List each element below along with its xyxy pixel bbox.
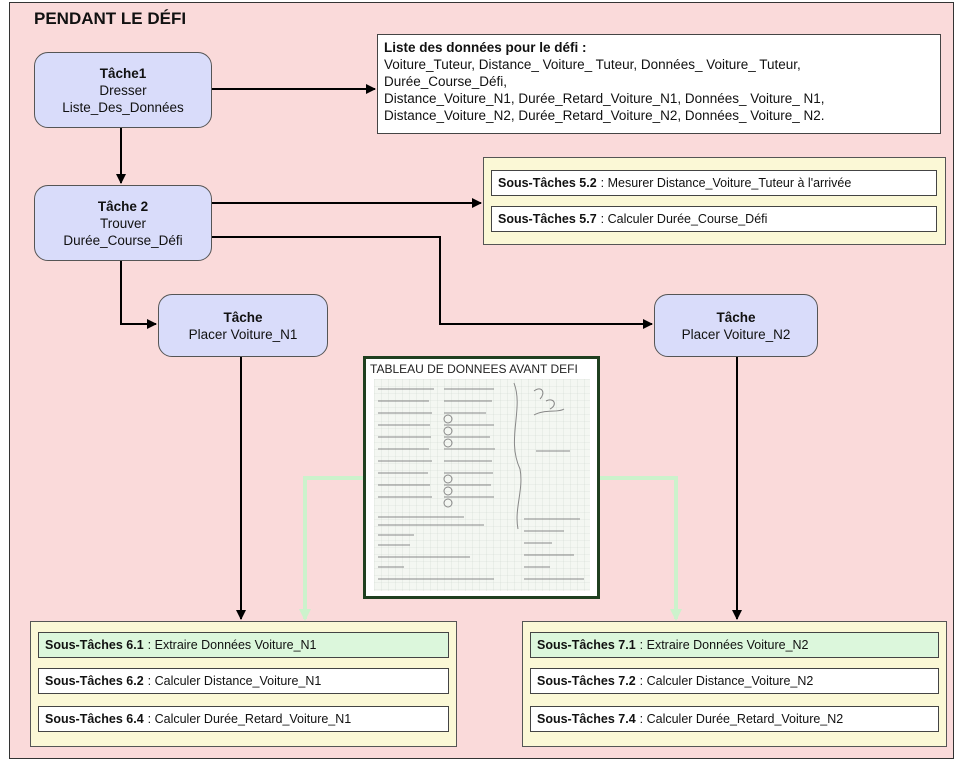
subtask-text: : Calculer Durée_Course_Défi [600,212,768,226]
task-1-node: Tâche1 Dresser Liste_Des_Données [34,52,212,128]
subtask-text: : Extraire Données Voiture_N2 [639,638,809,652]
task-1-line2: Liste_Des_Données [62,99,184,115]
arrow-task2-to-n2 [212,236,653,329]
subtask-label: Sous-Tâches 6.1 [45,638,144,652]
subtask-text: : Calculer Durée_Retard_Voiture_N1 [147,712,352,726]
task-2-line2: Durée_Course_Défi [63,232,183,248]
subtask-text: : Calculer Durée_Retard_Voiture_N2 [639,712,844,726]
subtask-text: : Calculer Distance_Voiture_N1 [147,674,322,688]
task-n1-title: Tâche [223,309,263,325]
task-n2-title: Tâche [716,309,756,325]
photo-title: TABLEAU DE DONNEES AVANT DEFI [370,362,578,376]
task-1-line1: Dresser [99,82,147,98]
subtask-label: Sous-Tâches 5.2 [498,176,597,190]
task-n2-line1: Placer Voiture_N2 [681,326,791,342]
task-2-node: Tâche 2 Trouver Durée_Course_Défi [34,185,212,261]
subtask-label: Sous-Tâches 7.2 [537,674,636,688]
data-list-line: Durée_Course_Défi, [384,74,508,89]
task-2-title: Tâche 2 [97,198,149,214]
subtask-5-7: Sous-Tâches 5.7 : Calculer Durée_Course_… [491,206,937,232]
subtask-label: Sous-Tâches 6.2 [45,674,144,688]
subtask-label: Sous-Tâches 6.4 [45,712,144,726]
data-list-box: Liste des données pour le défi : Voiture… [377,34,941,134]
data-list-line: Distance_Voiture_N1, Durée_Retard_Voitur… [384,91,825,106]
task-1-title: Tâche1 [99,65,147,81]
data-table-photo: TABLEAU DE DONNEES AVANT DEFI [363,356,600,599]
green-connector-right [600,476,682,621]
data-list-title: Liste des données pour le défi : [384,40,587,55]
subtask-text: : Calculer Distance_Voiture_N2 [639,674,814,688]
subtask-7-1: Sous-Tâches 7.1 : Extraire Données Voitu… [530,632,939,658]
arrow-task2-to-n1 [120,261,157,329]
subtask-label: Sous-Tâches 7.4 [537,712,636,726]
task-2-line1: Trouver [99,215,146,231]
task-n1-line1: Placer Voiture_N1 [188,326,298,342]
page-title: PENDANT LE DÉFI [34,9,187,28]
handwritten-grid-image [374,379,590,591]
data-list-line: Voiture_Tuteur, Distance_ Voiture_ Tuteu… [384,57,801,72]
subtask-text: : Extraire Données Voiture_N1 [147,638,317,652]
subtask-label: Sous-Tâches 7.1 [537,638,636,652]
data-list-line: Distance_Voiture_N2, Durée_Retard_Voitur… [384,108,825,123]
green-connector-left [299,476,363,621]
task-n2-node: Tâche Placer Voiture_N2 [654,294,818,357]
subtask-7-2: Sous-Tâches 7.2 : Calculer Distance_Voit… [530,668,939,694]
subtask-6-1: Sous-Tâches 6.1 : Extraire Données Voitu… [38,632,449,658]
subtask-6-2: Sous-Tâches 6.2 : Calculer Distance_Voit… [38,668,449,694]
task-n1-node: Tâche Placer Voiture_N1 [158,294,328,357]
subtask-5-2: Sous-Tâches 5.2 : Mesurer Distance_Voitu… [491,170,937,196]
subtask-6-4: Sous-Tâches 6.4 : Calculer Durée_Retard_… [38,706,449,732]
subtask-label: Sous-Tâches 5.7 [498,212,597,226]
subtask-text: : Mesurer Distance_Voiture_Tuteur à l'ar… [600,176,852,190]
subtask-7-4: Sous-Tâches 7.4 : Calculer Durée_Retard_… [530,706,939,732]
